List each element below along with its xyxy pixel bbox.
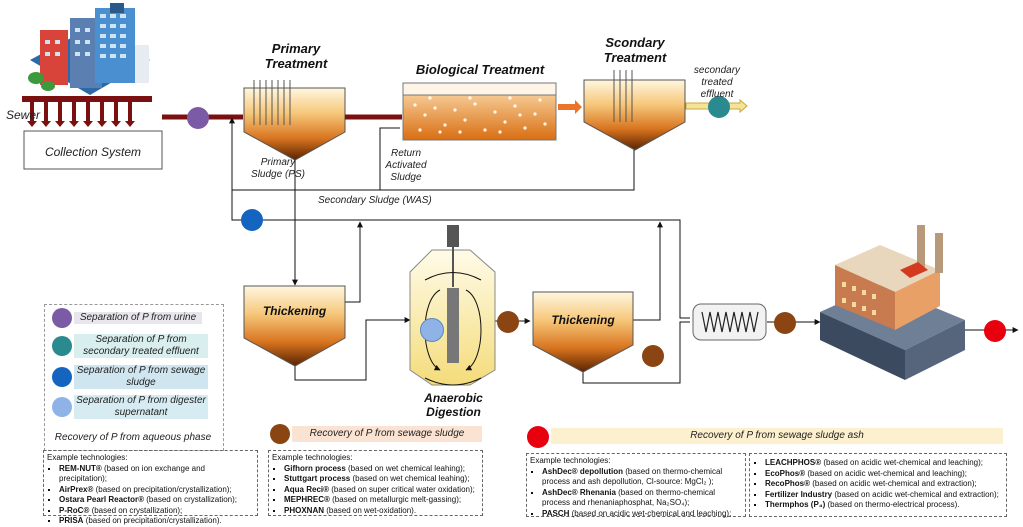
list-item: PHOXNAN (based on wet-oxidation). — [284, 506, 479, 517]
thickening1-label: Thickening — [262, 304, 327, 318]
list-item: REM-NUT® (based on ion exchange and prec… — [59, 464, 254, 485]
list-item: EcoPhos® (based on acidic wet-chemical a… — [765, 469, 1003, 480]
list-item: Stuttgart process (based on wet chemical… — [284, 474, 479, 485]
effluent-label: secondary treated effluent — [693, 65, 741, 100]
dried-sludge-recovery-marker — [774, 312, 796, 334]
incinerator-icon — [820, 225, 965, 380]
sludge-tech-label: Example technologies: — [272, 453, 353, 462]
effluent-recovery-marker — [708, 96, 730, 118]
aqueous-tech-box: Example technologies: REM-NUT® (based on… — [43, 450, 258, 525]
anaerobic-digestion-title: Anaerobic Digestion — [424, 391, 483, 419]
aqueous-tech-label: Example technologies: — [47, 453, 128, 462]
legend-urine-dot — [52, 308, 72, 328]
thickener-to-digester — [294, 317, 411, 381]
list-item: Ostara Pearl Reactor® (based on crystall… — [59, 495, 254, 506]
ash-header-dot — [527, 426, 549, 448]
thickened-sludge-recovery-marker — [642, 345, 664, 367]
ash-tech-box-left: Example technologies: AshDec® depollutio… — [526, 453, 746, 520]
thickener1-tank — [243, 285, 346, 367]
ash-tech-box-right: LEACHPHOS® (based on acidic wet-chemical… — [749, 453, 1007, 517]
list-item: AirPrex® (based on precipitation/crystal… — [59, 485, 254, 496]
legend-supernatant-dot — [52, 397, 72, 417]
secondary-sludge-line — [229, 117, 635, 191]
sludge-tech-box: Example technologies: Gifhorn process (b… — [268, 450, 483, 516]
legend-urine: Separation of P from urine — [74, 312, 202, 324]
secondary-tank — [583, 70, 686, 151]
primary-tank — [243, 80, 346, 161]
thickener1-return — [345, 221, 363, 303]
urine-recovery-marker — [187, 107, 209, 129]
bio-to-secondary-arrow — [558, 100, 582, 114]
return-sludge-line — [379, 127, 400, 190]
list-item: AshDec® Rhenania (based on thermo-chemic… — [542, 488, 742, 509]
biological-treatment-title: Biological Treatment — [415, 62, 545, 77]
legend-effluent-dot — [52, 336, 72, 356]
list-item: Fertilizer Industry (based on acidic wet… — [765, 490, 1003, 501]
dryer-icon — [692, 303, 767, 341]
collection-system-box — [23, 130, 163, 170]
sludge-recovery-marker — [241, 209, 263, 231]
digester-vessel — [409, 225, 496, 386]
list-item: LEACHPHOS® (based on acidic wet-chemical… — [765, 458, 1003, 469]
list-item: Thermphos (P₄) (based on thermo-electric… — [765, 500, 1003, 511]
thickener2-to-dryer — [582, 321, 690, 384]
sewer-label: Sewer — [6, 108, 41, 122]
legend-supernatant: Separation of P from digester supernatan… — [74, 395, 208, 419]
list-item: MEPHREC® (based on metallurgic melt-gass… — [284, 495, 479, 506]
supernatant-recovery-marker — [420, 318, 444, 342]
legend-sludge-dot — [52, 367, 72, 387]
thickening2-label: Thickening — [551, 313, 615, 327]
sludge-header-dot — [270, 424, 290, 444]
ash-header: Recovery of P from sewage sludge ash — [551, 428, 1003, 444]
sludge-bypass-line — [231, 190, 690, 319]
ash-recovery-marker — [984, 320, 1006, 342]
ash-tech-label: Example technologies: — [530, 456, 611, 465]
list-item: RecoPhos® (based on acidic wet-chemical … — [765, 479, 1003, 490]
legend-sludge: Separation of P from sewage sludge — [74, 365, 208, 389]
thickener2-return — [632, 221, 663, 321]
sludge-header: Recovery of P from sewage sludge — [292, 426, 482, 442]
sewer-network — [22, 96, 152, 127]
secondary-sludge-label: Secondary Sludge (WAS) — [318, 195, 432, 206]
list-item: Aqua Reci® (based on super critical wate… — [284, 485, 479, 496]
thickener2-tank — [532, 291, 634, 373]
list-item: P-RoC® (based on crystallization); — [59, 506, 254, 517]
legend-effluent: Separation of P from secondary treated e… — [74, 334, 208, 358]
digestate-recovery-marker — [497, 311, 519, 333]
collection-system-label: Collection System — [44, 145, 142, 159]
primary-treatment-title: Primary Treatment — [264, 41, 328, 71]
list-item: Gifhorn process (based on wet chemical l… — [284, 464, 479, 475]
secondary-treatment-title: Scondary Treatment — [603, 35, 667, 65]
primary-sludge-label: Primary Sludge (PS) — [251, 157, 305, 180]
city-icon — [28, 3, 150, 95]
list-item: AshDec® depollution (based on thermo-che… — [542, 467, 742, 488]
aqueous-header: Recovery of P from aqueous phase — [54, 432, 212, 443]
list-item: PASCH (based on acidic wet-chemical and … — [542, 509, 742, 520]
biological-basin — [402, 82, 557, 141]
list-item: PRISA (based on precipitation/crystalliz… — [59, 516, 254, 527]
return-sludge-label: Return Activated Sludge — [385, 148, 427, 183]
